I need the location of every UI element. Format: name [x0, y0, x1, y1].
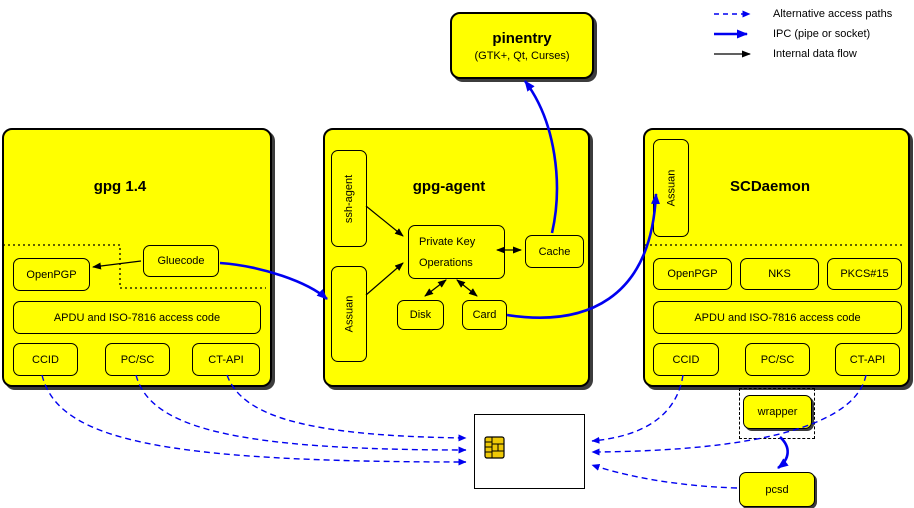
- pko-line2: Operations: [419, 256, 473, 269]
- pko-line1: Private Key: [419, 235, 476, 248]
- scdaemon-ctapi-label: CT-API: [849, 353, 886, 366]
- pinentry-box: pinentry (GTK+, Qt, Curses): [450, 12, 594, 79]
- smartcard-icon: [474, 414, 585, 489]
- legend-row-alternative: Alternative access paths: [713, 4, 908, 24]
- card-label: Card: [472, 309, 497, 321]
- cache-box: Cache: [525, 235, 584, 268]
- ssh-agent-label: ssh-agent: [343, 174, 355, 223]
- scdaemon-nks-box: NKS: [740, 258, 819, 290]
- gpg14-title: gpg 1.4: [93, 178, 147, 195]
- ipc-arrow-icon: [714, 29, 748, 39]
- gpg14-apdu-label: APDU and ISO-7816 access code: [53, 311, 221, 324]
- gpg14-ccid-label: CCID: [32, 353, 59, 366]
- gpg-agent-assuan-box: Assuan: [331, 266, 367, 362]
- scdaemon-ctapi-box: CT-API: [835, 343, 900, 376]
- scdaemon-assuan-box: Assuan: [653, 139, 689, 237]
- scdaemon-ccid-label: CCID: [672, 353, 700, 366]
- card-box: Card: [462, 300, 507, 330]
- gpg14-gluecode-box: Gluecode: [143, 245, 219, 277]
- scdaemon-pkcs15-box: PKCS#15: [827, 258, 902, 290]
- ipc-wrapper-to-pcsd: [777, 436, 789, 470]
- gpg14-openpgp-label: OpenPGP: [26, 268, 77, 281]
- dashed-arrow-icon: [714, 10, 751, 18]
- gpg14-ccid-box: CCID: [13, 343, 78, 376]
- scdaemon-openpgp-box: OpenPGP: [653, 258, 732, 290]
- scdaemon-assuan-label: Assuan: [665, 169, 678, 207]
- legend-label-alternative: Alternative access paths: [773, 8, 893, 20]
- gpg-agent-assuan-label: Assuan: [343, 295, 356, 333]
- disk-box: Disk: [397, 300, 444, 330]
- scdaemon-pkcs15-label: PKCS#15: [840, 268, 889, 280]
- gpg14-gluecode-label: Gluecode: [157, 255, 205, 267]
- alt-pcsd-to-card: [591, 464, 738, 489]
- pinentry-subtitle: (GTK+, Qt, Curses): [474, 49, 570, 62]
- gpg14-apdu-box: APDU and ISO-7816 access code: [13, 301, 261, 334]
- cache-label: Cache: [538, 245, 571, 258]
- pcsd-box: pcsd: [739, 472, 815, 507]
- legend-row-internal: Internal data flow: [713, 44, 908, 64]
- pinentry-title: pinentry: [492, 29, 552, 47]
- pcsd-label: pcsd: [765, 483, 789, 496]
- gpg14-ctapi-label: CT-API: [208, 353, 244, 366]
- wrapper-box: wrapper: [743, 395, 812, 429]
- scdaemon-pcsc-box: PC/SC: [745, 343, 810, 376]
- scdaemon-pcsc-label: PC/SC: [760, 353, 795, 366]
- alt-gpg14-ccid-to-card: [41, 374, 467, 466]
- scdaemon-apdu-label: APDU and ISO-7816 access code: [694, 311, 861, 324]
- disk-label: Disk: [409, 309, 432, 321]
- gpg14-pcsc-box: PC/SC: [105, 343, 170, 376]
- gpg14-pcsc-label: PC/SC: [120, 353, 155, 366]
- gpg14-openpgp-box: OpenPGP: [13, 258, 90, 291]
- gpg-agent-title: gpg-agent: [412, 178, 486, 195]
- scdaemon-ccid-box: CCID: [653, 343, 719, 376]
- scdaemon-openpgp-label: OpenPGP: [667, 268, 718, 280]
- legend: Alternative access paths IPC (pipe or so…: [713, 4, 908, 64]
- scdaemon-title: SCDaemon: [729, 178, 811, 195]
- legend-row-ipc: IPC (pipe or socket): [713, 24, 908, 44]
- gpg14-ctapi-box: CT-API: [192, 343, 260, 376]
- gpg-agent-ssh-agent-box: ssh-agent: [331, 150, 367, 247]
- legend-label-internal: Internal data flow: [773, 48, 857, 60]
- private-key-operations-box: Private Key Operations: [408, 225, 505, 279]
- wrapper-label: wrapper: [757, 406, 798, 418]
- black-arrow-icon: [714, 50, 751, 58]
- legend-label-ipc: IPC (pipe or socket): [773, 28, 871, 40]
- scdaemon-apdu-box: APDU and ISO-7816 access code: [653, 301, 902, 334]
- scdaemon-nks-label: NKS: [768, 268, 791, 280]
